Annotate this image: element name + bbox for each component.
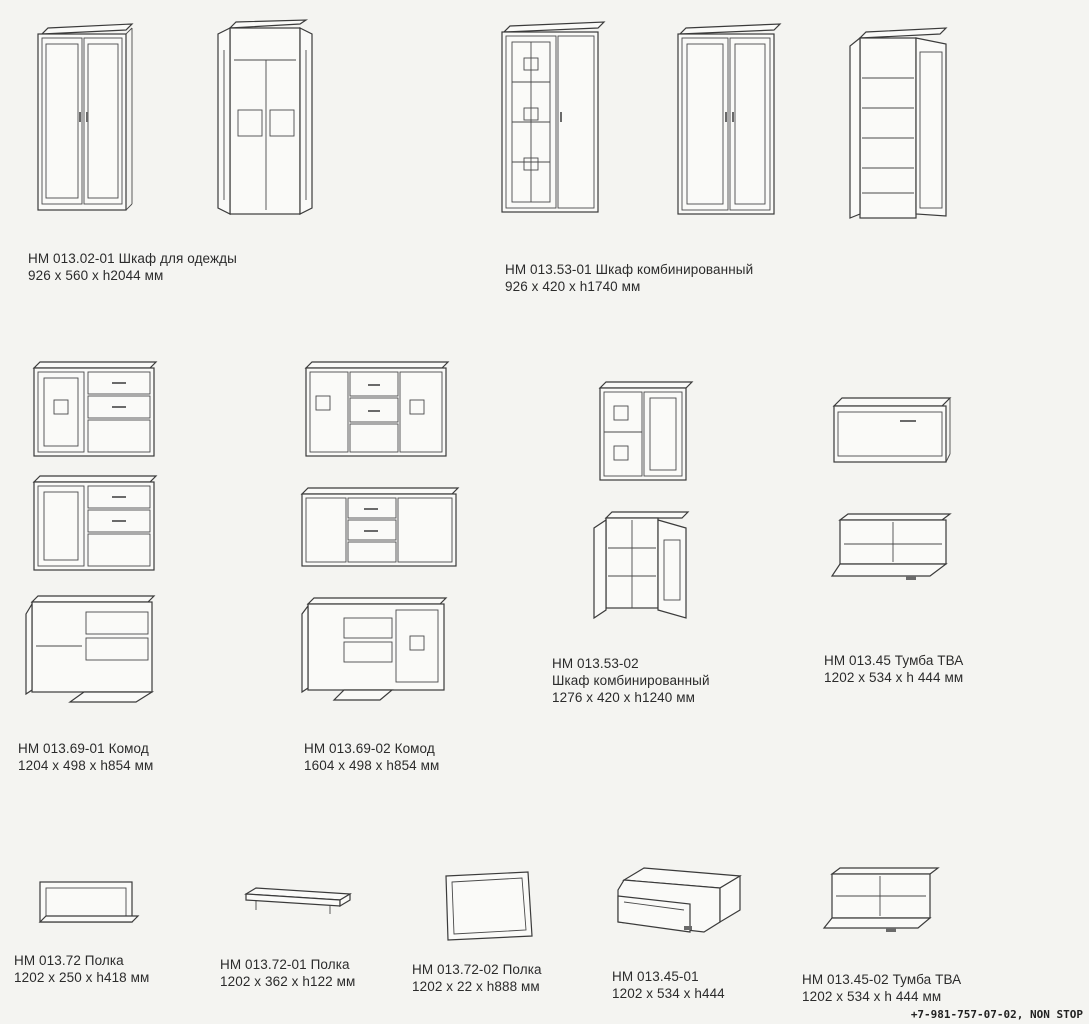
tv-stand-compartments-illustration [822, 866, 947, 936]
low-combined-cabinet-closed-illustration [596, 380, 696, 485]
product-size: 1202 x 534 x h 444 мм [824, 670, 964, 685]
combined-cabinet-glass-illustration [498, 21, 608, 217]
commode-glass-illustration [30, 360, 160, 460]
commode-solid-illustration [30, 474, 160, 574]
product-caption: НМ 013.72-01 Полка 1202 x 362 x h122 мм [220, 956, 355, 990]
product-code: НМ 013.72 Полка [14, 953, 124, 968]
low-shelf-illustration [240, 886, 355, 918]
product-size: 1202 x 534 x h 444 мм [802, 989, 942, 1004]
product-code: НМ 013.69-02 Комод [304, 741, 435, 756]
product-size: 1204 x 498 x h854 мм [18, 758, 154, 773]
product-size: 1276 x 420 x h1240 мм [552, 690, 696, 705]
product-caption: НМ 013.72 Полка 1202 x 250 x h418 мм [14, 952, 149, 986]
tv-stand-drawer-illustration [614, 866, 749, 946]
product-size: 1604 x 498 x h854 мм [304, 758, 440, 773]
product-code: НМ 013.72-02 Полка [412, 962, 542, 977]
wide-commode-solid-illustration [298, 486, 463, 571]
product-code: НМ 013.72-01 Полка [220, 957, 350, 972]
combined-cabinet-open-illustration [846, 27, 956, 223]
wide-commode-open-illustration [300, 596, 450, 701]
mirror-panel-illustration [442, 870, 537, 945]
product-size: 1202 x 534 x h444 [612, 986, 725, 1001]
product-code: НМ 013.45-02 Тумба ТВА [802, 972, 962, 987]
product-caption: НМ 013.45-02 Тумба ТВА 1202 x 534 x h 44… [802, 971, 961, 1005]
product-size: 1202 x 362 x h122 мм [220, 974, 356, 989]
wardrobe-open-illustration [216, 19, 316, 220]
product-caption: НМ 013.02-01 Шкаф для одежды 926 x 560 x… [28, 250, 237, 284]
wall-shelf-illustration [36, 880, 141, 930]
product-caption: НМ 013.69-02 Комод 1604 x 498 x h854 мм [304, 740, 439, 774]
product-code: НМ 013.53-01 Шкаф комбинированный [505, 262, 754, 277]
tv-stand-closed-illustration [830, 396, 955, 466]
product-caption: НМ 013.53-01 Шкаф комбинированный 926 x … [505, 261, 753, 295]
wardrobe-closed-illustration [34, 23, 134, 214]
product-code: НМ 013.69-01 Комод [18, 741, 149, 756]
product-code: НМ 013.45 Тумба ТВА [824, 653, 964, 668]
product-size: 1202 x 22 x h888 мм [412, 979, 540, 994]
product-code: НМ 013.02-01 Шкаф для одежды [28, 251, 237, 266]
product-caption: НМ 013.69-01 Комод 1204 x 498 x h854 мм [18, 740, 153, 774]
product-code: НМ 013.53-02 [552, 656, 639, 671]
tv-stand-open-illustration [830, 512, 955, 587]
low-combined-cabinet-open-illustration [590, 510, 695, 625]
product-size: 926 x 560 x h2044 мм [28, 268, 164, 283]
product-subtitle: Шкаф комбинированный [552, 673, 710, 688]
contact-footer: +7-981-757-07-02, NON STOP [910, 1008, 1083, 1021]
product-caption: НМ 013.53-02 Шкаф комбинированный 1276 x… [552, 655, 710, 706]
product-caption: НМ 013.72-02 Полка 1202 x 22 x h888 мм [412, 961, 542, 995]
product-code: НМ 013.45-01 [612, 969, 699, 984]
product-size: 1202 x 250 x h418 мм [14, 970, 150, 985]
wide-commode-glass-illustration [302, 360, 452, 460]
product-caption: НМ 013.45 Тумба ТВА 1202 x 534 x h 444 м… [824, 652, 963, 686]
product-caption: НМ 013.45-01 1202 x 534 x h444 [612, 968, 725, 1002]
commode-open-illustration [24, 594, 164, 704]
combined-cabinet-closed-illustration [674, 23, 784, 219]
product-size: 926 x 420 x h1740 мм [505, 279, 641, 294]
